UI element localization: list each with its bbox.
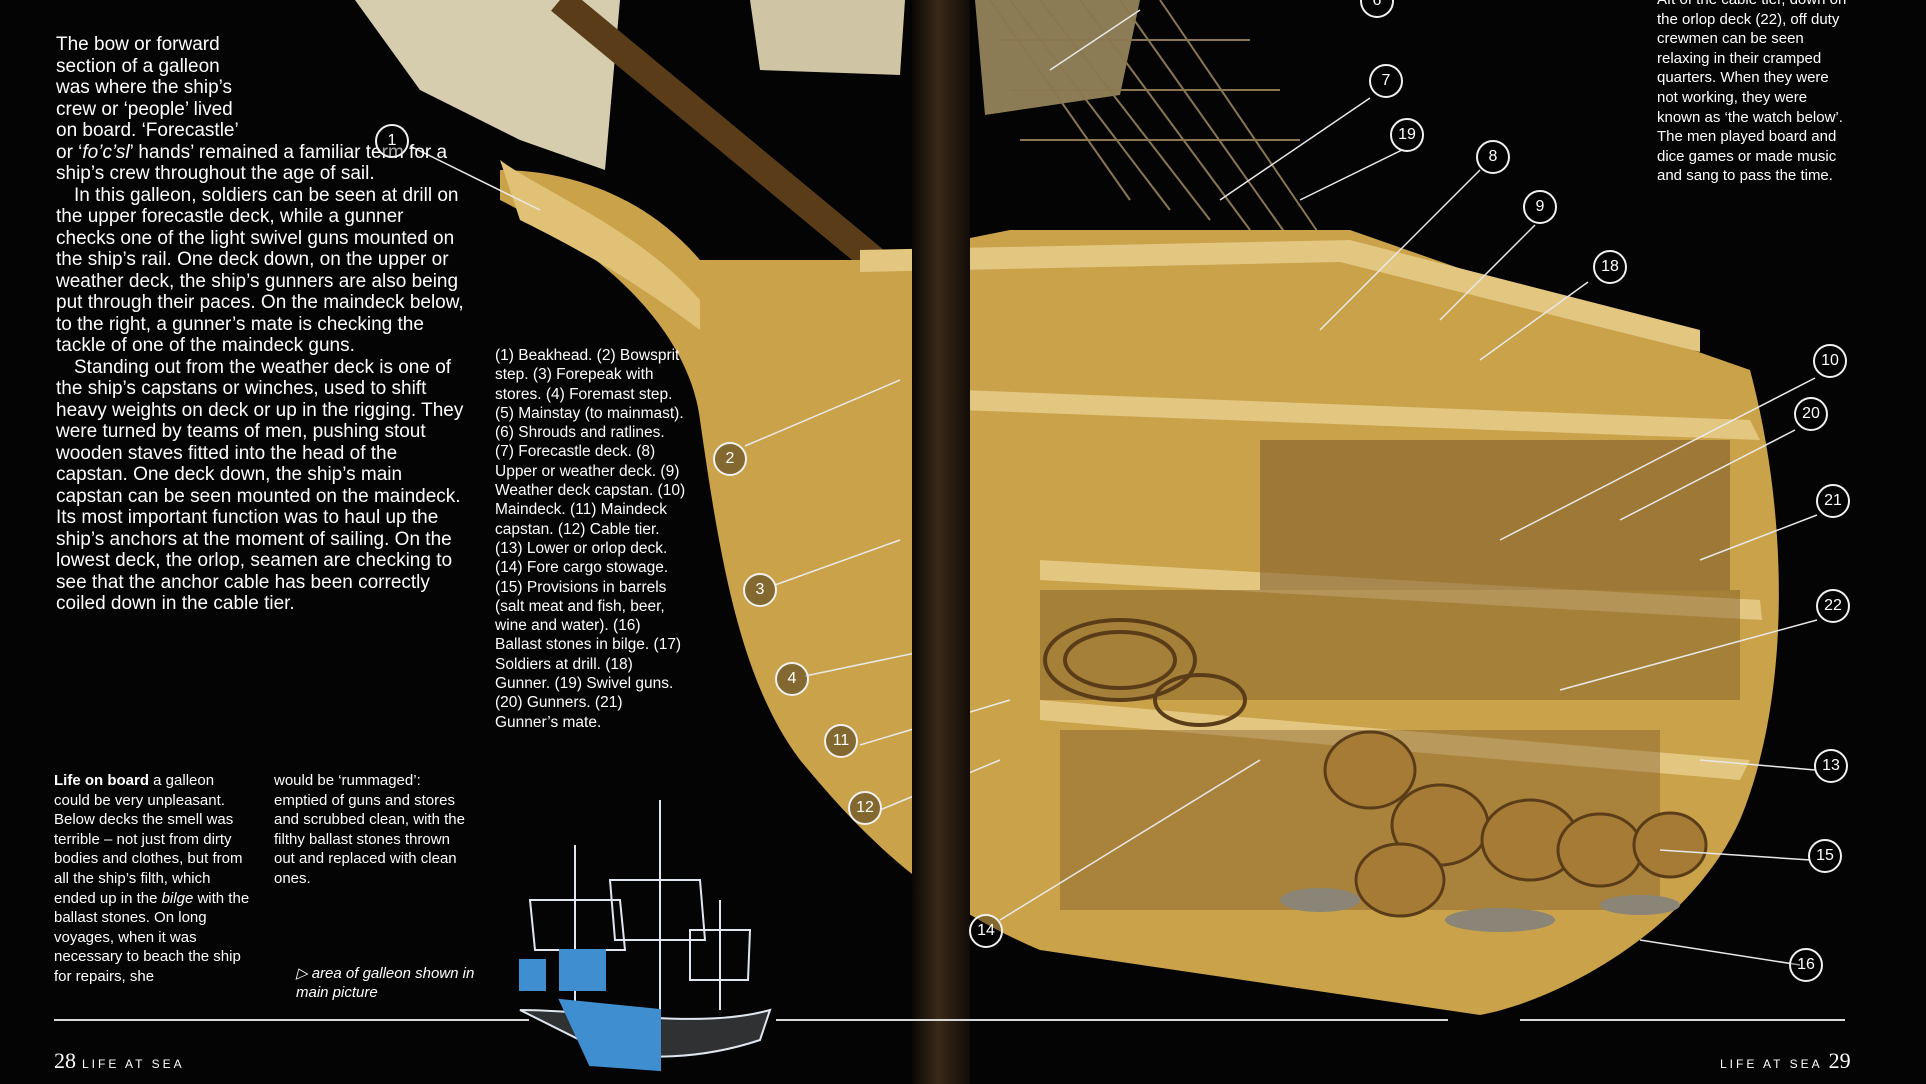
life-on-board-col-2: would be ‘rummaged’: emptied of guns and… <box>274 772 465 887</box>
callout-11: 11 <box>824 724 858 758</box>
callout-9: 9 <box>1523 190 1557 224</box>
life-on-board-heading: Life on board <box>54 772 149 789</box>
page-number: 29 <box>1828 1048 1851 1073</box>
footer-rule-right <box>1520 1019 1845 1021</box>
folio-left: 28 LIFE AT SEA <box>54 1048 191 1074</box>
callout-1: 1 <box>375 124 409 158</box>
callout-12: 12 <box>848 791 882 825</box>
coiled-anchor-cable <box>1043 618 1247 727</box>
footer-rule-left <box>54 1019 529 1021</box>
callout-2: 2 <box>713 442 747 476</box>
intro-line: on board. ‘Forecastle’ <box>56 120 239 141</box>
callout-3: 3 <box>743 573 777 607</box>
footer-rule-middle <box>776 1019 1448 1021</box>
callout-15: 15 <box>1808 839 1842 873</box>
intro-text-run: ’ hands’ remained a familiar term for a … <box>56 141 448 185</box>
bowsprit <box>551 0 889 276</box>
life-text-run: with the ballast stones. On long voyages… <box>54 889 250 985</box>
callout-8: 8 <box>1476 140 1510 174</box>
callout-14: 14 <box>969 914 1003 948</box>
beakhead <box>500 160 700 330</box>
life-on-board-col-1: Life on board a galleon could be very un… <box>54 771 254 987</box>
intro-paragraph-2: In this galleon, soldiers can be seen at… <box>56 184 464 357</box>
intro-italic-term: fo’c’sl <box>82 141 130 163</box>
callout-20: 20 <box>1794 397 1828 431</box>
book-gutter <box>912 0 970 1084</box>
mainsail-right <box>975 0 1140 115</box>
callout-21: 21 <box>1816 484 1850 518</box>
callout-18: 18 <box>1593 250 1627 284</box>
illustration-key: (1) Beakhead. (2) Bowsprit step. (3) For… <box>495 347 686 731</box>
folio-right: LIFE AT SEA 29 <box>1714 1048 1851 1074</box>
callout-4: 4 <box>775 662 809 696</box>
running-head: LIFE AT SEA <box>82 1057 185 1071</box>
callout-leaders <box>409 9 1818 966</box>
intro-line: The bow or forward <box>56 34 220 55</box>
callout-19: 19 <box>1390 118 1424 152</box>
intro-line: crew or ‘people’ lived <box>56 98 233 120</box>
page-number: 28 <box>54 1048 76 1073</box>
ballast-stones <box>1280 888 1680 932</box>
intro-paragraph-3: Standing out from the weather deck is on… <box>56 356 464 615</box>
intro-line: section of a galleon <box>56 55 220 77</box>
callout-10: 10 <box>1813 344 1847 378</box>
callout-7: 7 <box>1369 64 1403 98</box>
foresail <box>355 0 620 170</box>
orlop-deck-text: Aft of the cable tier, down on the orlop… <box>1657 0 1846 185</box>
provision-barrels <box>1323 730 1708 918</box>
callout-16: 16 <box>1789 948 1823 982</box>
intro-line: was where the ship’s <box>56 77 233 98</box>
callout-22: 22 <box>1816 589 1850 623</box>
topsail <box>750 0 905 75</box>
intro-text-run: or ‘ <box>56 141 83 163</box>
callout-13: 13 <box>1814 749 1848 783</box>
rigging <box>989 0 1331 251</box>
inset-galleon-diagram <box>519 800 772 1072</box>
life-text-run: a galleon could be very unpleasant. Belo… <box>54 772 243 907</box>
life-italic-term: bilge <box>161 889 194 907</box>
intro-paragraph-1: The bow or forward section of a galleon … <box>56 34 466 185</box>
running-head: LIFE AT SEA <box>1720 1057 1823 1071</box>
inset-diagram-note: ▷ area of galleon shown in main picture <box>296 965 475 1001</box>
intro-text: The bow or forward section of a galleon … <box>56 34 466 615</box>
